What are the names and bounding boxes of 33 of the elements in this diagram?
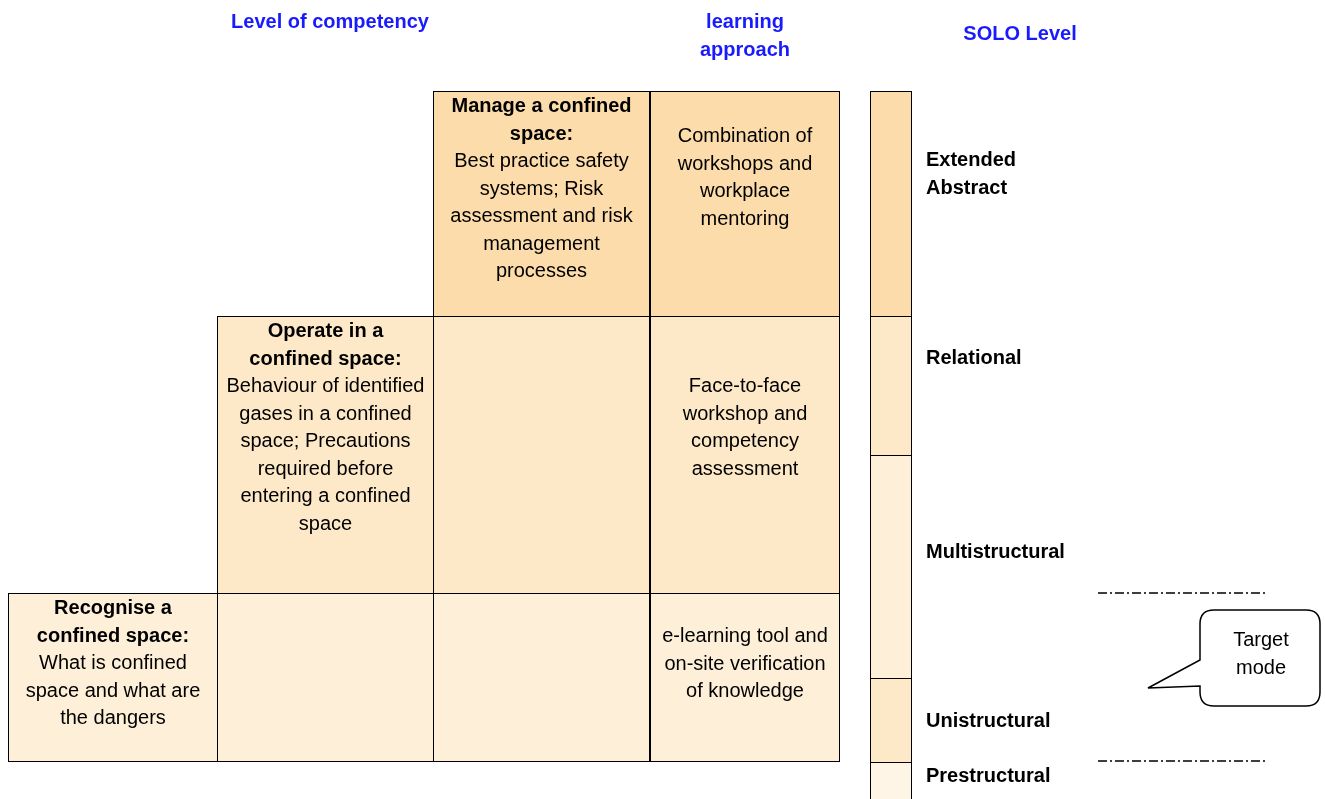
level-label: Unistructural	[926, 708, 1052, 733]
level-label: Prestructural	[926, 763, 1052, 788]
table-cell	[433, 316, 650, 594]
cell-heading: Operate in a confined space:	[248, 318, 403, 371]
table-cell	[650, 593, 840, 762]
level-label: Extended Abstract	[926, 147, 1018, 200]
table-cell	[433, 593, 650, 762]
column-header: SOLO Level	[962, 21, 1078, 46]
cell-heading: Recognise a confined space:	[35, 595, 191, 648]
cell-text: e-learning tool and on-site verification of knowledge	[661, 623, 829, 703]
column-header: Level of competency	[230, 9, 430, 34]
level-bar-segment	[870, 455, 912, 679]
speech-bubble	[1146, 608, 1322, 708]
level-label: Multistructural	[926, 539, 1066, 564]
cell-text: Combination of workshops and workplace mentoring	[676, 123, 814, 231]
table-cell	[650, 316, 840, 594]
level-bar-segment	[870, 91, 912, 317]
cell-text: Face-to-face workshop and competency assessment	[681, 373, 809, 481]
level-bar-segment	[870, 678, 912, 763]
level-bar-segment	[870, 762, 912, 799]
callout-text: Target mode	[1232, 627, 1290, 680]
table-cell	[650, 91, 840, 317]
cell-text: What is confined space and what are the dangers	[24, 650, 202, 730]
level-label: Relational	[926, 345, 1023, 370]
cell-text: Behaviour of identified gases in a confined space; Precautions required before entering a confined space	[225, 373, 426, 536]
table-cell	[217, 316, 434, 594]
cell-heading: Manage a confined space:	[450, 93, 633, 146]
table-cell	[217, 593, 434, 762]
table-cell	[8, 593, 218, 762]
cell-text: Best practice safety systems; Risk assessment and risk management processes	[449, 148, 634, 283]
column-header: learning approach	[699, 9, 791, 62]
table-cell	[433, 91, 650, 317]
level-bar-segment	[870, 316, 912, 456]
